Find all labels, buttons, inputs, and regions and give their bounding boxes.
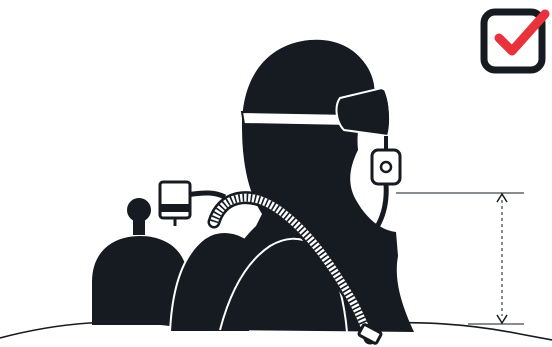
vertical-dimension-arrow-icon	[396, 193, 524, 324]
regulator-port	[381, 162, 391, 172]
checkbox-checked-icon	[484, 12, 545, 70]
mask-lens	[360, 90, 389, 134]
gauge-hose	[186, 193, 225, 197]
gauge-housing	[160, 182, 190, 218]
dimension-arrow-down	[497, 315, 507, 323]
cylinder-neck	[133, 215, 145, 235]
gauge-band	[160, 204, 190, 212]
checkmark-icon	[499, 14, 545, 51]
head-strap	[242, 112, 352, 126]
